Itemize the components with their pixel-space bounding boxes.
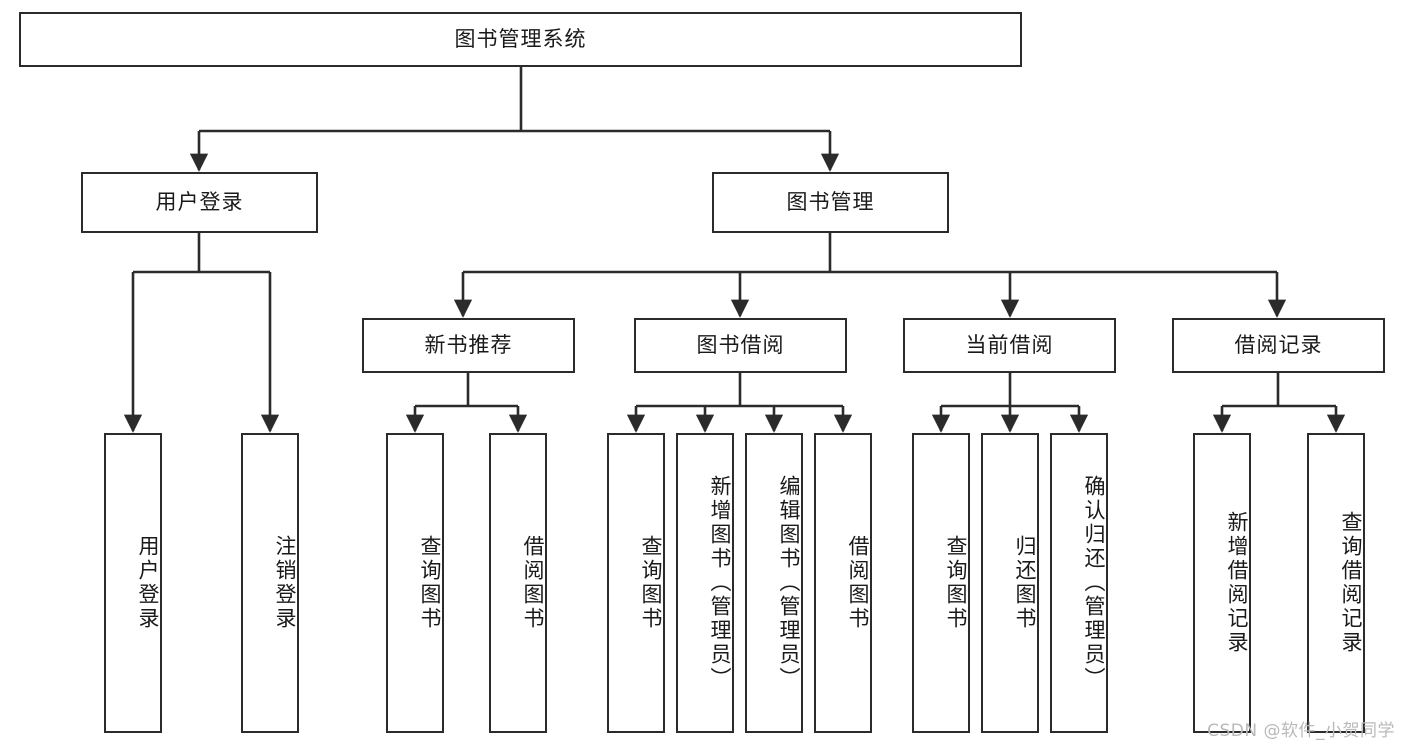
node-book-borrow[interactable]: 图书借阅 xyxy=(634,318,847,373)
node-leaf-current-confirm-return-admin-label: 确认归还（管理员） xyxy=(1082,475,1106,691)
node-leaf-current-confirm-return-admin[interactable]: 确认归还（管理员） xyxy=(1050,433,1108,733)
node-leaf-borrow-add-book-admin-label: 新增图书（管理员） xyxy=(708,475,732,691)
node-new-book-recommend[interactable]: 新书推荐 xyxy=(362,318,575,373)
node-leaf-borrow-query-books-label: 查询图书 xyxy=(639,535,663,631)
node-user-login-label: 用户登录 xyxy=(155,189,244,214)
node-leaf-newbook-borrow-books-label: 借阅图书 xyxy=(521,535,545,631)
node-leaf-logout-label: 注销登录 xyxy=(273,535,297,631)
node-leaf-user-login-label: 用户登录 xyxy=(136,535,160,631)
node-leaf-borrow-borrow-books[interactable]: 借阅图书 xyxy=(814,433,872,733)
node-book-management-label: 图书管理 xyxy=(786,189,875,214)
node-book-borrow-label: 图书借阅 xyxy=(696,332,785,357)
node-leaf-records-add-record[interactable]: 新增借阅记录 xyxy=(1193,433,1251,733)
node-current-borrow[interactable]: 当前借阅 xyxy=(903,318,1116,373)
node-borrow-records-label: 借阅记录 xyxy=(1234,332,1323,357)
node-leaf-borrow-query-books[interactable]: 查询图书 xyxy=(607,433,665,733)
node-leaf-current-query-books[interactable]: 查询图书 xyxy=(912,433,970,733)
node-borrow-records[interactable]: 借阅记录 xyxy=(1172,318,1385,373)
node-leaf-records-add-record-label: 新增借阅记录 xyxy=(1225,511,1249,655)
node-new-book-recommend-label: 新书推荐 xyxy=(424,332,513,357)
node-leaf-records-query-record[interactable]: 查询借阅记录 xyxy=(1307,433,1365,733)
node-leaf-logout[interactable]: 注销登录 xyxy=(241,433,299,733)
node-leaf-borrow-add-book-admin[interactable]: 新增图书（管理员） xyxy=(676,433,734,733)
node-book-management[interactable]: 图书管理 xyxy=(712,172,949,233)
node-leaf-newbook-borrow-books[interactable]: 借阅图书 xyxy=(489,433,547,733)
node-leaf-current-return-books-label: 归还图书 xyxy=(1013,535,1037,631)
node-root[interactable]: 图书管理系统 xyxy=(19,12,1022,67)
node-leaf-current-return-books[interactable]: 归还图书 xyxy=(981,433,1039,733)
node-leaf-borrow-edit-book-admin[interactable]: 编辑图书（管理员） xyxy=(745,433,803,733)
node-leaf-newbook-query-books-label: 查询图书 xyxy=(418,535,442,631)
node-leaf-borrow-borrow-books-label: 借阅图书 xyxy=(846,535,870,631)
node-user-login[interactable]: 用户登录 xyxy=(81,172,318,233)
node-leaf-records-query-record-label: 查询借阅记录 xyxy=(1339,511,1363,655)
node-leaf-current-query-books-label: 查询图书 xyxy=(944,535,968,631)
node-leaf-borrow-edit-book-admin-label: 编辑图书（管理员） xyxy=(777,475,801,691)
node-leaf-newbook-query-books[interactable]: 查询图书 xyxy=(386,433,444,733)
node-current-borrow-label: 当前借阅 xyxy=(965,332,1054,357)
node-leaf-user-login[interactable]: 用户登录 xyxy=(104,433,162,733)
node-root-label: 图书管理系统 xyxy=(454,26,587,51)
